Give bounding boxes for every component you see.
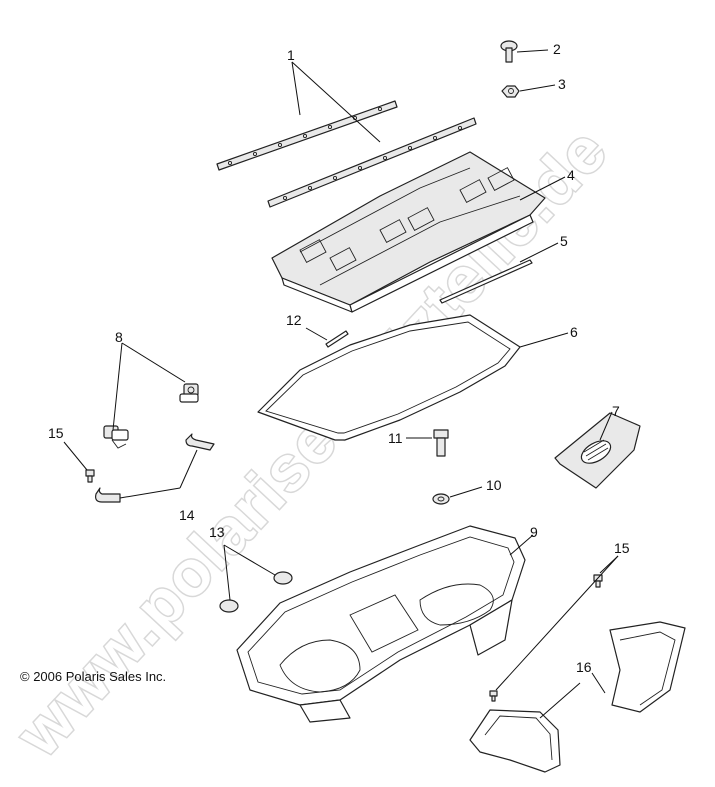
part-14-brackets [95,433,215,503]
part-7-latch-plate [554,412,641,489]
part-12-pin [325,330,349,348]
callout-9: 9 [530,524,538,540]
part-10-washer [432,493,450,505]
part-5-rod [439,259,533,304]
part-15-screw-left [85,469,95,483]
part-3-nut [501,85,520,98]
part-8-latches [103,383,199,449]
callout-10: 10 [486,477,502,493]
part-16-fender-guards [469,621,686,773]
callout-6: 6 [570,324,578,340]
part-1-seal-strips [216,100,477,208]
part-6-gasket [257,314,521,441]
callout-14: 14 [179,507,195,523]
callout-8: 8 [115,329,123,345]
copyright-notice: © 2006 Polaris Sales Inc. [20,669,166,684]
part-9-storage-tub [236,525,526,723]
leader-lines [63,49,619,719]
callout-15-left: 15 [48,425,64,441]
callout-7: 7 [612,403,620,419]
callout-12: 12 [286,312,302,328]
part-4-cover-panel [271,151,546,313]
callout-11: 11 [388,430,403,446]
callout-15-right: 15 [614,540,630,556]
callout-5: 5 [560,233,568,249]
part-13-plugs [219,571,293,613]
part-11-bolt [433,429,449,457]
callout-4: 4 [567,167,575,183]
callout-1: 1 [287,47,295,63]
callout-2: 2 [553,41,561,57]
callout-3: 3 [558,76,566,92]
callout-16: 16 [576,659,592,675]
callout-13: 13 [209,524,225,540]
part-2-screw [500,40,518,63]
